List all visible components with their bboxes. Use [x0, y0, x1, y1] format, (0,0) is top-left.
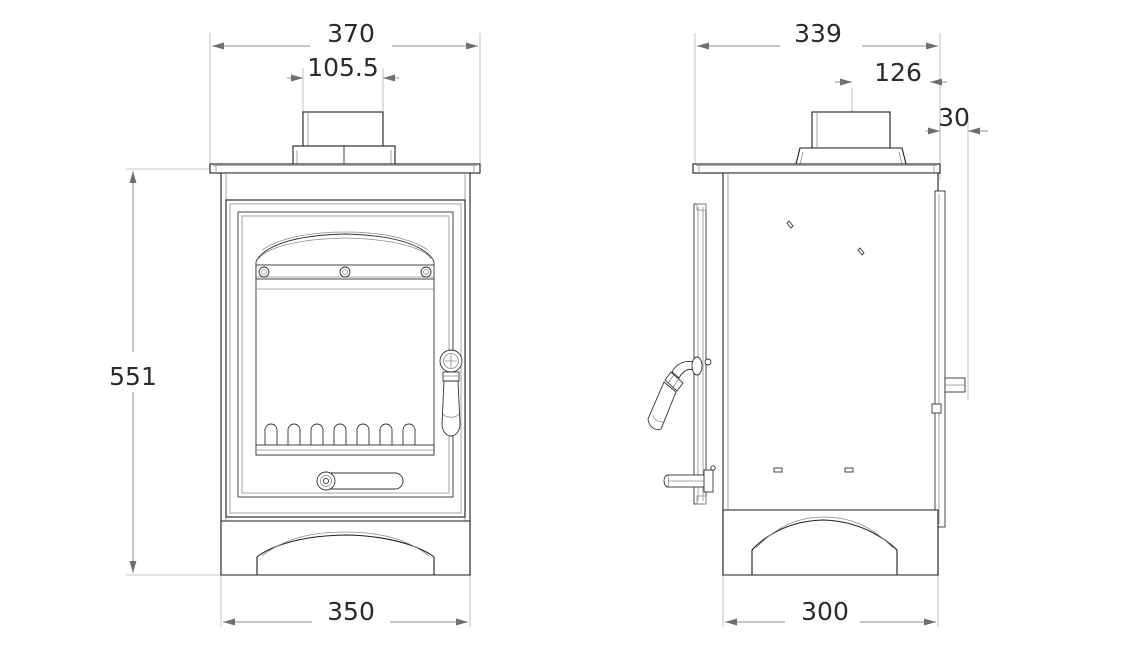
- dimension-126-label: 126: [874, 58, 922, 87]
- side-view: 339 126 30 300: [647, 19, 988, 627]
- body-panel: [722, 172, 939, 576]
- arched-glass-top: [261, 231, 429, 251]
- dimension-30: 30: [925, 103, 988, 135]
- dimension-105-5: 105.5: [287, 53, 399, 82]
- front-extension-lines: [126, 33, 481, 627]
- dimension-551-label: 551: [109, 362, 157, 391]
- door-edge: [693, 203, 707, 505]
- baffle-bolt: [258, 266, 270, 278]
- dimension-339: 339: [697, 19, 938, 50]
- dimension-30-label: 30: [938, 103, 970, 132]
- baffle-bar: [255, 264, 435, 290]
- top-plate: [692, 163, 941, 174]
- side-handle[interactable]: [647, 356, 712, 430]
- air-control-knob[interactable]: [663, 469, 714, 493]
- dimension-370: 370: [212, 19, 478, 50]
- dimension-300: 300: [725, 597, 936, 626]
- arched-base-cutout: [722, 509, 939, 576]
- dimension-300-label: 300: [801, 597, 849, 626]
- dimension-350: 350: [223, 597, 468, 626]
- dimension-105-5-label: 105.5: [307, 53, 379, 82]
- baffle-bolt: [339, 266, 351, 278]
- surface-marks: [710, 220, 865, 473]
- front-view: 370 105.5 551 350: [109, 19, 481, 627]
- dimension-126: 126: [835, 58, 947, 87]
- hinge-strip: [931, 190, 966, 528]
- flue-pipe: [811, 111, 891, 149]
- baffle-bolt: [420, 266, 432, 278]
- dimension-370-label: 370: [327, 19, 375, 48]
- grate-fingers: [255, 423, 435, 456]
- door-handle[interactable]: [439, 349, 463, 437]
- top-plate: [209, 163, 481, 174]
- arched-base-cutout: [220, 520, 471, 576]
- dimension-339-label: 339: [794, 19, 842, 48]
- dimension-350-label: 350: [327, 597, 375, 626]
- dimension-551: 551: [109, 171, 157, 573]
- air-control-slider[interactable]: [316, 471, 404, 491]
